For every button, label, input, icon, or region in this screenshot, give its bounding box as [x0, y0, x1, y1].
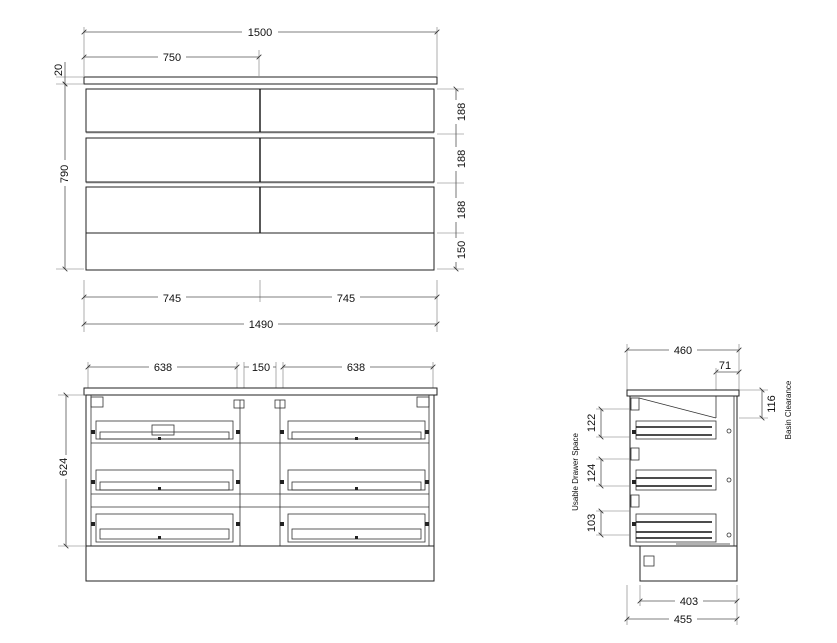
- side-carcass: [629, 395, 738, 547]
- dim-bay-left: 638: [154, 362, 172, 374]
- dim-overall-height: 790: [59, 165, 71, 183]
- front-plinth: [85, 232, 435, 271]
- usable-space-label: Usable Drawer Space: [571, 433, 580, 511]
- section-view: 638 150 638: [57, 360, 438, 582]
- dim-usable-1: 122: [586, 414, 598, 432]
- dim-internal-height: 624: [58, 458, 70, 476]
- dim-bay-width-right: 745: [337, 293, 355, 305]
- dim-half-width: 750: [163, 52, 181, 64]
- dim-usable-2: 124: [586, 464, 598, 482]
- dim-bay-right: 638: [347, 362, 365, 374]
- front-top-slab: [83, 76, 438, 85]
- dim-center-divider: 150: [252, 362, 270, 374]
- dim-body-width: 1490: [249, 319, 273, 331]
- dim-top-thickness: 20: [53, 64, 65, 76]
- front-view: 1500 750 20 790 188 18: [53, 24, 468, 332]
- dim-inner-depth: 403: [680, 596, 698, 608]
- side-plinth: [639, 545, 738, 582]
- dim-bay-width-left: 745: [163, 293, 181, 305]
- dim-overall-width: 1500: [248, 27, 272, 39]
- dim-drawer-height-2: 188: [456, 150, 468, 168]
- dim-body-depth: 455: [674, 614, 692, 626]
- dim-setback: 71: [719, 360, 731, 372]
- section-carcass: [85, 394, 435, 547]
- dim-basin-clearance: 116: [766, 395, 778, 413]
- dim-drawer-height-1: 188: [456, 103, 468, 121]
- section-plinth: [85, 545, 435, 582]
- dim-plinth-height: 150: [456, 241, 468, 259]
- side-view: 460 71 116: [571, 343, 793, 626]
- dim-usable-3: 103: [586, 514, 598, 532]
- basin-clearance-label: Basin Clearance: [784, 380, 793, 439]
- dim-overall-depth: 460: [674, 345, 692, 357]
- section-top-slab: [83, 387, 438, 396]
- side-top-slab: [626, 389, 740, 397]
- dim-drawer-height-3: 188: [456, 201, 468, 219]
